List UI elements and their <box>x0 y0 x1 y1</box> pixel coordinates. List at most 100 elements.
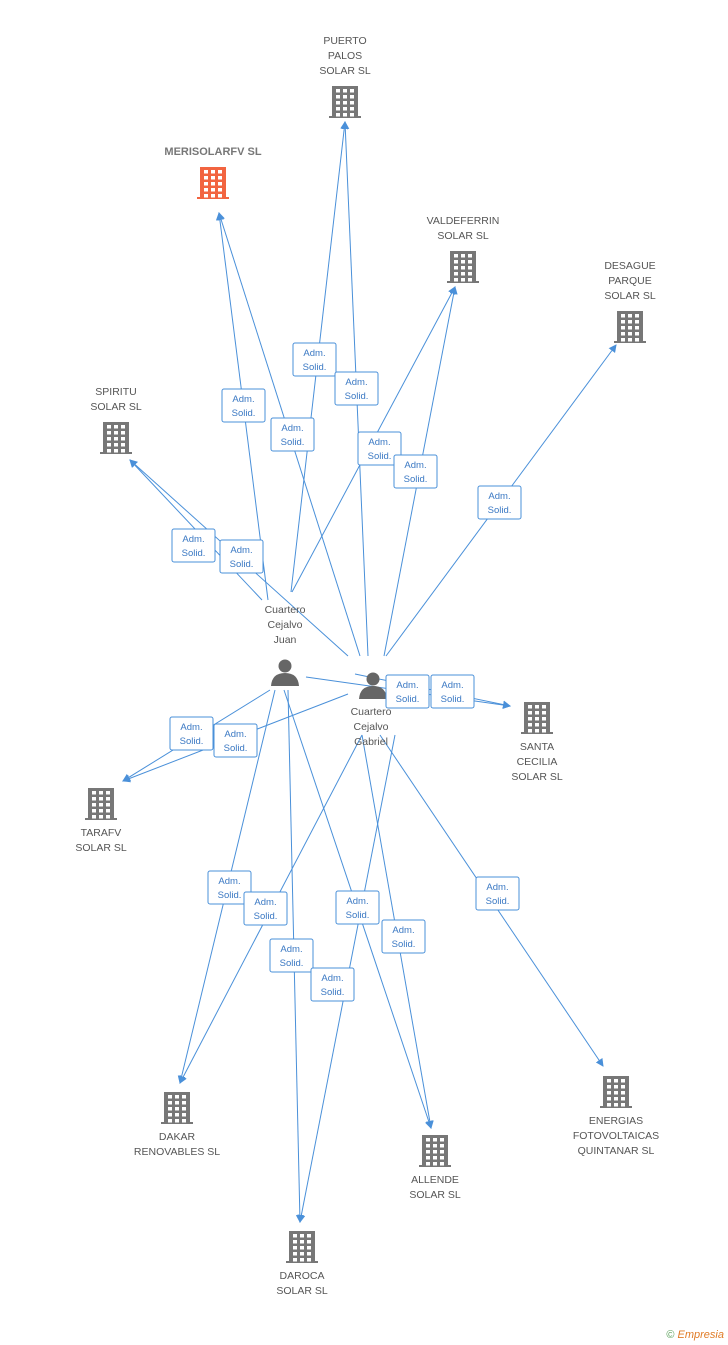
building-window <box>107 437 111 441</box>
relation-label[interactable]: Adm.Solid. <box>477 485 522 520</box>
building-window <box>621 320 625 324</box>
building-window <box>107 449 111 453</box>
building-icon[interactable] <box>197 167 229 199</box>
building-base <box>600 1106 632 1108</box>
relation-label-text: Solid. <box>404 474 428 485</box>
building-base <box>329 116 361 118</box>
building-icon[interactable] <box>329 86 361 118</box>
building-window <box>300 1246 304 1250</box>
building-window <box>175 1119 179 1123</box>
relation-label[interactable]: Adm.Solid. <box>310 967 355 1002</box>
relation-label[interactable]: Adm.Solid. <box>221 388 266 423</box>
building-window <box>440 1150 444 1154</box>
building-window <box>114 449 118 453</box>
relation-label-box <box>169 716 214 751</box>
relation-label-text: Adm. <box>345 377 367 388</box>
relation-label[interactable]: Adm.Solid. <box>334 371 379 406</box>
building-window <box>307 1252 311 1256</box>
building-window <box>92 791 96 795</box>
relation-label-box <box>381 919 426 954</box>
relation-label[interactable]: Adm.Solid. <box>213 723 258 758</box>
relation-label-text: Adm. <box>486 882 508 893</box>
building-window <box>614 1097 618 1101</box>
relation-label[interactable]: Adm.Solid. <box>292 342 337 377</box>
building-window <box>307 1246 311 1250</box>
building-window <box>336 113 340 117</box>
building-window <box>542 729 546 733</box>
building-window <box>343 95 347 99</box>
relation-label[interactable]: Adm. Solid. <box>219 539 264 574</box>
building-window <box>621 326 625 330</box>
relation-label[interactable]: Adm.Solid. <box>430 674 475 709</box>
relation-label-text: Solid. <box>230 559 254 570</box>
building-icon[interactable] <box>614 311 646 343</box>
building-icon[interactable] <box>286 1231 318 1263</box>
company-label-desague: PARQUE <box>608 275 652 287</box>
relation-label-box <box>213 723 258 758</box>
company-label-daroca: SOLAR SL <box>276 1285 328 1297</box>
relation-label-text: Solid. <box>218 890 242 901</box>
building-base <box>447 281 479 283</box>
building-window <box>99 815 103 819</box>
building-icon[interactable] <box>419 1135 451 1167</box>
building-window <box>175 1095 179 1099</box>
company-label-energias: ENERGIAS <box>589 1115 643 1127</box>
relation-label-box <box>475 876 520 911</box>
relation-label[interactable]: Adm.Solid. <box>385 674 430 709</box>
relation-label[interactable]: Adm.Solid. <box>335 890 380 925</box>
relation-label[interactable]: Adm.Solid. <box>475 876 520 911</box>
building-window <box>218 176 222 180</box>
building-window <box>307 1234 311 1238</box>
building-window <box>121 431 125 435</box>
relation-label-box <box>385 674 430 709</box>
relation-label[interactable]: Adm.Solid. <box>269 938 314 973</box>
relation-label-box <box>357 431 402 466</box>
relation-label[interactable]: Adm.Solid. <box>207 870 252 905</box>
building-base <box>286 1261 318 1263</box>
building-window <box>468 272 472 276</box>
building-window <box>350 95 354 99</box>
building-window <box>535 705 539 709</box>
building-window <box>528 729 532 733</box>
building-window <box>107 425 111 429</box>
relation-label[interactable]: Adm.Solid. <box>169 716 214 751</box>
building-window <box>293 1240 297 1244</box>
building-window <box>300 1258 304 1262</box>
building-window <box>99 797 103 801</box>
building-icon[interactable] <box>600 1076 632 1108</box>
copyright-symbol: © <box>666 1329 675 1341</box>
building-window <box>350 89 354 93</box>
company-label-santa-cecilia: CECILIA <box>517 756 558 768</box>
building-window <box>106 809 110 813</box>
relation-label[interactable]: Adm.Solid. <box>171 528 216 563</box>
building-window <box>528 711 532 715</box>
person-icon[interactable] <box>271 659 299 687</box>
relation-label[interactable]: Adm.Solid. <box>381 919 426 954</box>
relation-label-text: Adm. <box>230 545 252 556</box>
building-icon[interactable] <box>100 422 132 454</box>
building-window <box>628 326 632 330</box>
company-label-puerto-palos: PALOS <box>328 50 362 62</box>
building-window <box>426 1138 430 1142</box>
building-icon[interactable] <box>85 788 117 820</box>
footer-brand[interactable]: © Empresia <box>666 1329 724 1341</box>
building-icon[interactable] <box>447 251 479 283</box>
company-label-santa-cecilia: SOLAR SL <box>511 771 563 783</box>
building-window <box>461 278 465 282</box>
person-icon[interactable] <box>359 672 387 700</box>
building-window <box>440 1162 444 1166</box>
building-window <box>426 1144 430 1148</box>
building-window <box>635 314 639 318</box>
building-window <box>621 332 625 336</box>
relation-label[interactable]: Adm. Solid. <box>393 454 438 489</box>
building-window <box>121 425 125 429</box>
relation-label-text: Adm. <box>404 460 426 471</box>
relation-label[interactable]: Adm.Solid. <box>243 891 288 926</box>
building-window <box>635 326 639 330</box>
building-icon[interactable] <box>521 702 553 734</box>
building-icon[interactable] <box>161 1092 193 1124</box>
relation-label[interactable]: Adm.Solid. <box>357 431 402 466</box>
relation-label-text: Solid. <box>280 958 304 969</box>
building-base <box>100 452 132 454</box>
relation-label[interactable]: Adm.Solid. <box>270 417 315 452</box>
